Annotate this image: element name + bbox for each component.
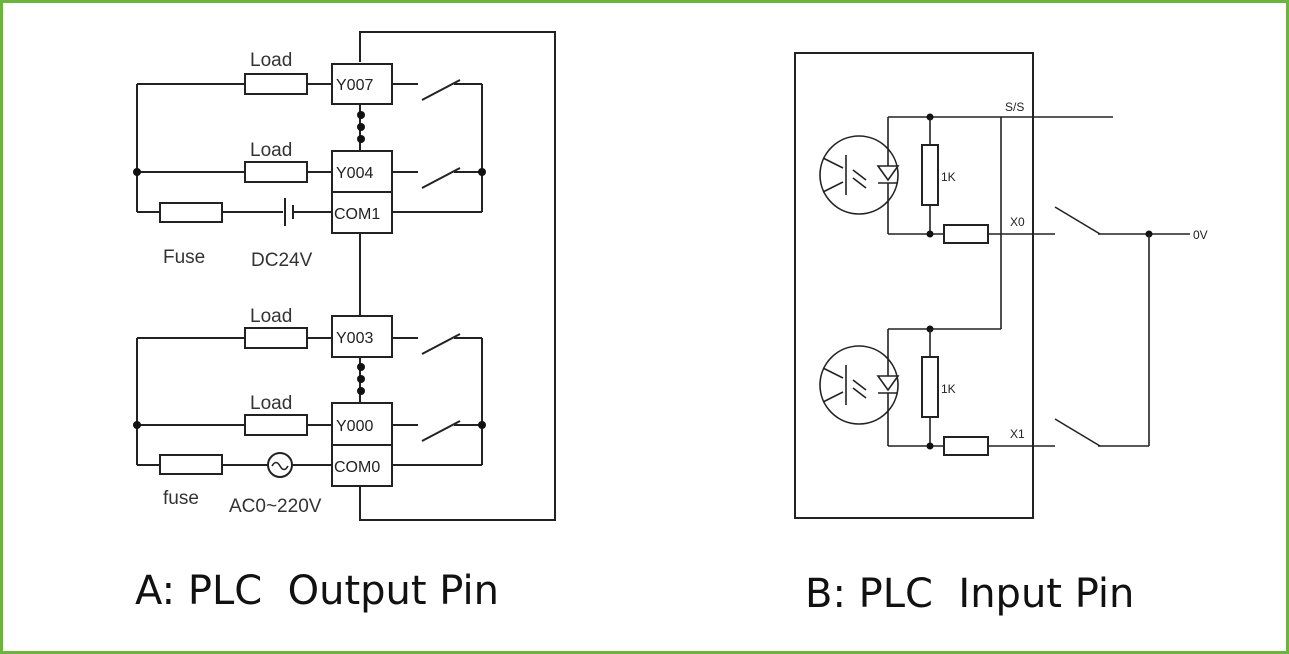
led-diode-symbol [876,165,900,182]
pin-label-y004: Y004 [336,165,373,182]
ellipsis-dot [357,363,365,371]
resistor-label: 1K [941,382,956,396]
plc-input-outline [794,52,1034,519]
fuse-symbol [159,454,223,475]
load-label: Load [250,306,292,327]
pin-box-y000 [331,402,393,446]
ellipsis-dot [357,111,365,119]
plc-output-outline [359,31,556,521]
relay-contact [421,167,461,189]
load-label: Load [250,50,292,71]
resistor-symbol [921,144,939,206]
supply-label-ac: AC0~220V [229,496,322,517]
fuse-symbol [159,202,223,223]
filter-symbol [943,224,989,244]
input-pin-diagram: S/S 1K X0 0V [794,52,1208,519]
resistor-label: 1K [941,170,956,184]
input-label-x1: X1 [1010,427,1025,441]
filter-symbol [943,436,989,456]
input-channel-x1: 1K X1 [819,234,1150,456]
load-resistor [244,161,308,183]
input-switch [1054,206,1101,235]
load-resistor [244,327,308,349]
output-pin-diagram: Load Y007 Load Y004 COM1 [133,31,556,521]
caption-input: B: PLC Input Pin [805,571,1134,617]
load-label: Load [250,140,292,161]
pin-label-y003: Y003 [336,330,373,347]
input-label-x0: X0 [1010,215,1025,229]
caption-output: A: PLC Output Pin [135,568,499,614]
pin-label-com0: COM0 [334,459,380,476]
relay-contact [421,420,461,442]
ellipsis-dot [357,375,365,383]
pin-label-y000: Y000 [336,418,373,435]
load-resistor [244,414,308,436]
ellipsis-dot [357,135,365,143]
common-label: S/S [1005,100,1024,114]
pin-label-com1: COM1 [334,206,380,223]
input-channel-x0: 1K X0 0V [819,113,1208,244]
resistor-symbol [921,356,939,418]
fuse-label: fuse [163,488,199,509]
zero-volt-label: 0V [1193,228,1208,242]
load-label: Load [250,393,292,414]
relay-contact [421,333,461,355]
input-switch [1054,418,1101,447]
ellipsis-dot [357,123,365,131]
optocoupler-symbol [819,135,899,215]
supply-label-dc: DC24V [251,250,313,271]
pin-label-y007: Y007 [336,77,373,94]
relay-contact [421,79,461,101]
pin-box-y003 [331,315,393,358]
fuse-label: Fuse [163,247,205,268]
output-group-2: Load Y003 Load Y000 COM0 [133,306,486,517]
optocoupler-symbol [819,345,899,425]
ellipsis-dot [357,387,365,395]
output-group-1: Load Y007 Load Y004 COM1 [133,50,486,271]
led-diode-symbol [876,375,900,392]
load-resistor [244,73,308,95]
